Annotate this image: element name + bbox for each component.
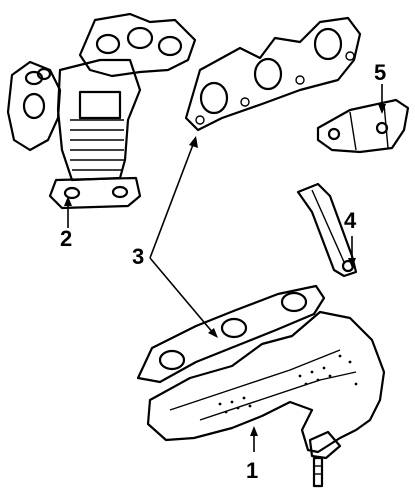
support-stay-part-4: [296, 182, 358, 278]
bracket-part-5: [316, 98, 410, 154]
callout-1: 1: [246, 458, 258, 483]
exhaust-manifold-part-1: [146, 310, 386, 488]
manifold-gasket-upper: [184, 16, 362, 132]
catalytic-converter-assembly: [6, 12, 197, 210]
callout-4: 4: [344, 208, 357, 233]
leader-lines: [64, 84, 386, 452]
callout-2: 2: [60, 226, 72, 251]
callout-3: 3: [132, 244, 144, 269]
callout-5: 5: [374, 60, 386, 85]
manifold-gasket-lower: [136, 284, 326, 384]
